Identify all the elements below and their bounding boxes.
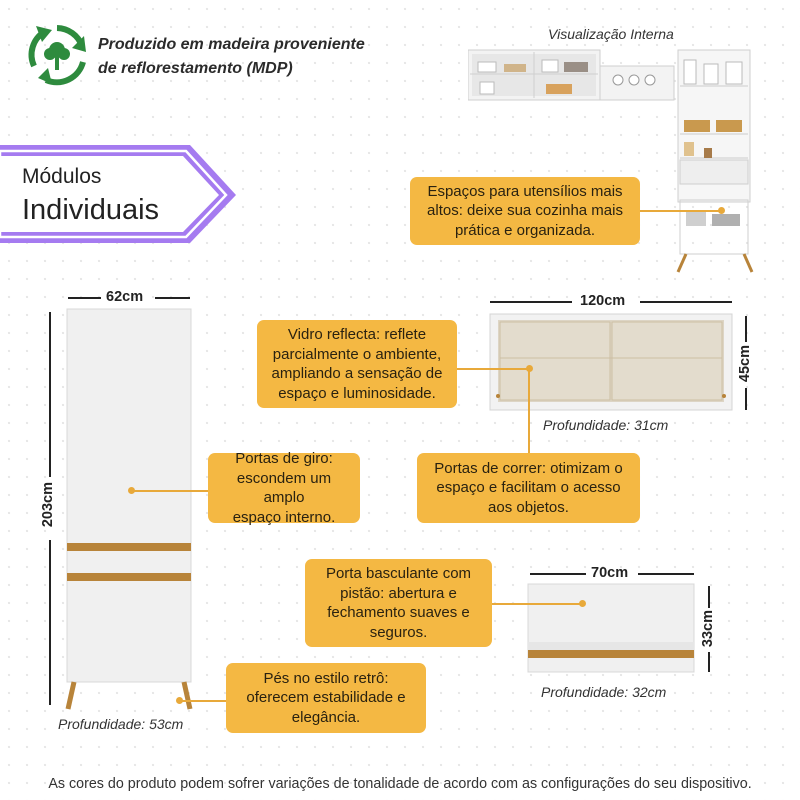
dim-line [745,388,747,410]
dim-line [490,301,572,303]
callout-line: oferecem estabilidade e [246,689,406,707]
internal-view-label: Visualização Interna [548,26,674,42]
dim-line [68,297,101,299]
callout-line: aos objetos. [488,498,569,516]
tall-depth-label: Profundidade: 53cm [58,716,184,732]
tag-title-line-2: Individuais [22,194,160,226]
callout-connector [528,370,530,455]
dim-line [745,316,747,342]
callout-dot [128,487,135,494]
callout-line: parcialmente o ambiente, [272,345,442,363]
callout-line: espaço interno. [232,508,336,526]
callout-line: ampliando a sensação de [271,365,443,382]
callout-connector [132,490,210,492]
callout-line: fechamento suaves e [327,604,470,621]
small-basculante-cabinet-illustration [527,583,695,673]
dim-line [638,573,694,575]
callout-line: prática e organizada. [454,221,596,239]
callout-line: seguros. [369,623,428,641]
dim-line [708,652,710,672]
callout-line: Espaços para utensílios mais [427,182,623,200]
callout-connector [492,603,582,605]
callout-line: Pés no estilo retrô: [263,669,389,687]
tall-cabinet-illustration [65,308,193,710]
dim-line [640,301,732,303]
upper-height-label: 45cm [737,345,753,383]
callout-giro: Portas de giro: escondem um amplo espaço… [208,450,360,526]
callout-dot [579,600,586,607]
callout-correr: Portas de correr: otimizam o espaço e fa… [417,453,640,523]
callout-basculante: Porta basculante com pistão: abertura e … [305,559,492,647]
small-width-label: 70cm [591,565,629,581]
recycle-tree-icon [28,25,86,86]
callout-vidro: Vidro reflecta: reflete parcialmente o a… [257,320,457,408]
color-disclaimer: As cores do produto podem sofrer variaçõ… [48,776,752,792]
eco-statement: Produzido em madeira proveniente de refl… [98,33,418,81]
callout-line: espaço e luminosidade. [278,384,436,402]
callout-connector [457,368,529,370]
callout-dot [718,207,725,214]
callout-dot [526,365,533,372]
tall-height-label: 203cm [40,482,56,528]
tall-width-label: 62cm [106,289,144,305]
dim-line [708,586,710,608]
callout-line: pistão: abertura e [340,584,457,602]
callout-espacos: Espaços para utensílios mais altos: deix… [410,177,640,245]
dim-line [49,312,51,477]
callout-pes: Pés no estilo retrô: oferecem estabilida… [226,663,426,733]
modules-tag-shape [0,145,236,243]
callout-connector [180,700,228,702]
callout-line: escondem um amplo [236,469,332,507]
small-height-label: 33cm [700,610,716,648]
upper-depth-label: Profundidade: 31cm [543,417,669,433]
upper-glass-cabinet-illustration [489,313,733,411]
internal-view-illustration [468,49,754,273]
eco-line-2: de reflorestamento (MDP) [98,60,293,77]
small-depth-label: Profundidade: 32cm [541,684,667,700]
upper-width-label: 120cm [580,293,626,309]
tag-title-line-1: Módulos [22,165,102,188]
callout-line: Portas de giro: [235,450,333,467]
callout-line: altos: deixe sua cozinha mais [427,202,623,220]
eco-line-1: Produzido em madeira proveniente [98,36,365,53]
callout-line: Porta basculante com [325,565,472,582]
dim-line [155,297,190,299]
callout-dot [176,697,183,704]
callout-line: Vidro reflecta: reflete [287,326,427,343]
callout-line: espaço e facilitam o acesso [436,479,621,497]
dim-line [49,540,51,705]
callout-connector [640,210,722,212]
callout-line: elegância. [291,708,361,726]
dim-line [530,573,586,575]
callout-line: Portas de correr: otimizam o [434,459,623,477]
